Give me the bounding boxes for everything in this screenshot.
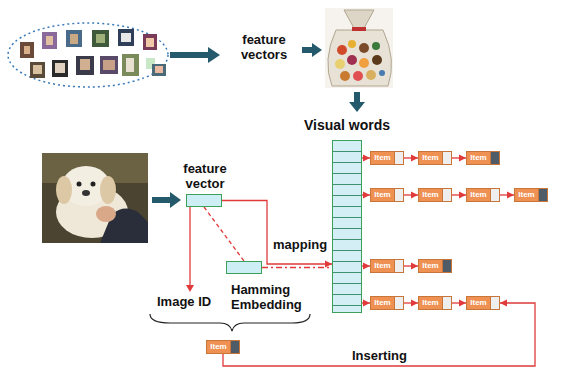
posting-item: Item [370,151,404,165]
puppy-photo [42,153,148,243]
connector [262,267,332,268]
posting-item: Item [206,340,240,354]
posting-item: Item [370,296,404,310]
hamming-embedding-bar: Hamming Embedding [226,261,262,274]
next-pointer [490,297,499,309]
end-pointer [538,189,547,201]
bar-label: feature vector [170,161,240,191]
item-body: Item [419,260,442,272]
text-label: Image ID [157,294,211,309]
arrow-head [363,263,370,270]
next-pointer [394,260,403,272]
item-body: Item [419,152,442,164]
item-body: Item [371,152,394,164]
arrow-head [325,261,332,268]
flow-arrow [152,192,181,208]
posting-item: Item [514,188,548,202]
item-body: Item [467,297,490,309]
posting-item: Item [418,259,452,273]
posting-item: Item [370,188,404,202]
arrow-head [363,300,370,307]
item-body: Item [467,152,490,164]
posting-item: Item [466,188,500,202]
next-pointer [394,189,403,201]
item-label: Item [374,191,390,199]
grouping-brace [150,314,310,331]
item-body: Item [371,297,394,309]
posting-item: Item [418,151,452,165]
next-pointer [490,189,499,201]
item-label: Item [374,299,390,307]
item-label: Item [422,299,438,307]
feature-vector-bar: feature vector [186,194,222,207]
bag-of-words-picture [325,8,393,88]
item-body: Item [207,341,230,353]
item-body: Item [371,260,394,272]
arrow-head [411,263,418,270]
arrow-head [411,155,418,162]
next-pointer [442,152,451,164]
arrow-head [459,155,466,162]
item-label: Item [422,154,438,162]
item-label: Item [470,299,486,307]
column-heading: Visual words [304,117,390,133]
item-label: Item [518,191,534,199]
arrow-head [363,155,370,162]
item-body: Item [371,189,394,201]
bar-label: Hamming Embedding [231,282,311,312]
item-label: Item [470,154,486,162]
flow-arrow [349,92,365,112]
item-label: Item [210,343,226,351]
posting-item: Item [418,296,452,310]
arrow-head [500,300,507,307]
connector [204,207,244,261]
next-pointer [442,297,451,309]
next-pointer [442,189,451,201]
flow-arrow [170,47,220,63]
arrow-head [411,192,418,199]
image-collection-outline [8,23,168,87]
arrow-head [459,300,466,307]
next-pointer [394,297,403,309]
item-body: Item [515,189,538,201]
edge-label: Inserting [350,348,409,363]
arrow-head [363,192,370,199]
next-pointer [394,152,403,164]
edge-label: mapping [271,237,329,252]
arrow-head [186,285,194,292]
flow-arrow [302,43,322,57]
connector [223,303,535,366]
posting-item: Item [370,259,404,273]
item-label: Item [470,191,486,199]
end-pointer [490,152,499,164]
posting-item: Item [418,188,452,202]
arrow-head [411,300,418,307]
end-pointer [230,341,239,353]
item-body: Item [419,189,442,201]
arrow-head [459,192,466,199]
item-label: Item [374,154,390,162]
image-id-pointer [189,207,190,286]
item-label: Item [422,191,438,199]
visual-word-column: Visual words [332,140,362,313]
arrow-head [507,192,514,199]
item-body: Item [419,297,442,309]
image-thumbnails [20,29,166,78]
posting-item: Item [466,151,500,165]
item-body: Item [467,189,490,201]
end-pointer [442,260,451,272]
posting-item: Item [466,296,500,310]
text-label: feature vectors [226,32,302,62]
item-label: Item [374,262,390,270]
item-label: Item [422,262,438,270]
